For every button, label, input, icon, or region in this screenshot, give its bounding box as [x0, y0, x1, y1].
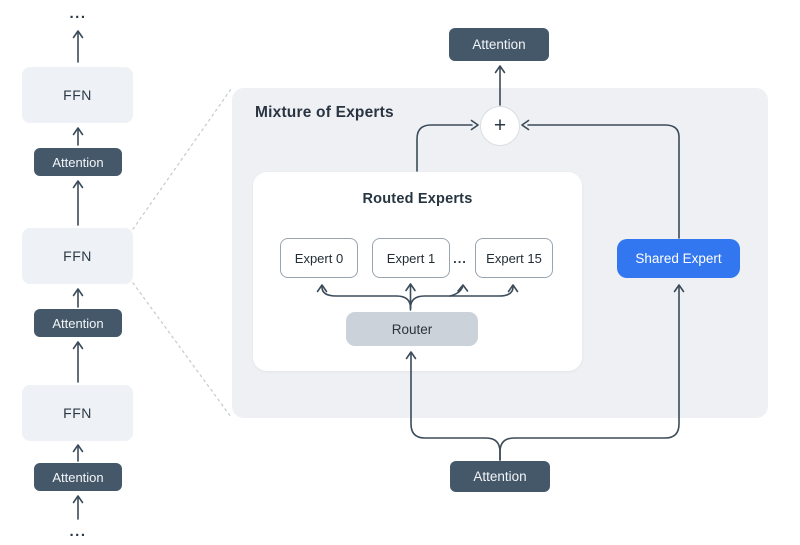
attention-block-3: Attention [34, 463, 122, 491]
attention-output-box: Attention [449, 28, 549, 61]
plus-sign: + [493, 113, 507, 137]
ffn-block-1: FFN [22, 67, 133, 123]
expert-1-box: Expert 1 [372, 238, 450, 278]
ellipsis-top: ... [69, 4, 87, 22]
ellipsis-bottom: ... [69, 522, 87, 540]
experts-ellipsis: ... [453, 250, 467, 266]
attention-block-1: Attention [34, 148, 122, 176]
ffn-block-3: FFN [22, 385, 133, 441]
routed-experts-title: Routed Experts [362, 191, 473, 207]
expert-15-box: Expert 15 [475, 238, 553, 278]
router-box: Router [346, 312, 478, 346]
moe-panel-title: Mixture of Experts [255, 104, 394, 121]
attention-block-2: Attention [34, 309, 122, 337]
shared-expert-box: Shared Expert [617, 239, 740, 278]
expert-0-box: Expert 0 [280, 238, 358, 278]
zoom-dashed-lines [132, 88, 232, 418]
attention-input-box: Attention [450, 461, 550, 492]
ffn-block-2-expanded: FFN [22, 228, 133, 284]
sum-plus-node: + [480, 106, 520, 146]
